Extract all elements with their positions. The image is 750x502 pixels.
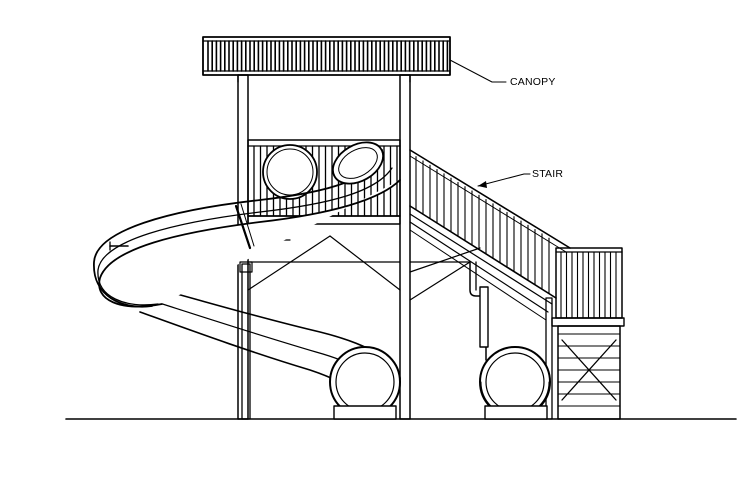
stair-callout: STAIR <box>477 168 563 188</box>
slide-entrance-left <box>262 144 318 200</box>
canopy-label: CANOPY <box>510 76 556 88</box>
canopy <box>202 36 451 83</box>
slide-right-drop <box>469 261 551 420</box>
canopy-callout: CANOPY <box>449 59 556 88</box>
stair <box>409 149 625 420</box>
stair-label: STAIR <box>532 168 563 180</box>
tower-bracing <box>247 235 481 301</box>
slide-left-spiral <box>93 141 401 420</box>
